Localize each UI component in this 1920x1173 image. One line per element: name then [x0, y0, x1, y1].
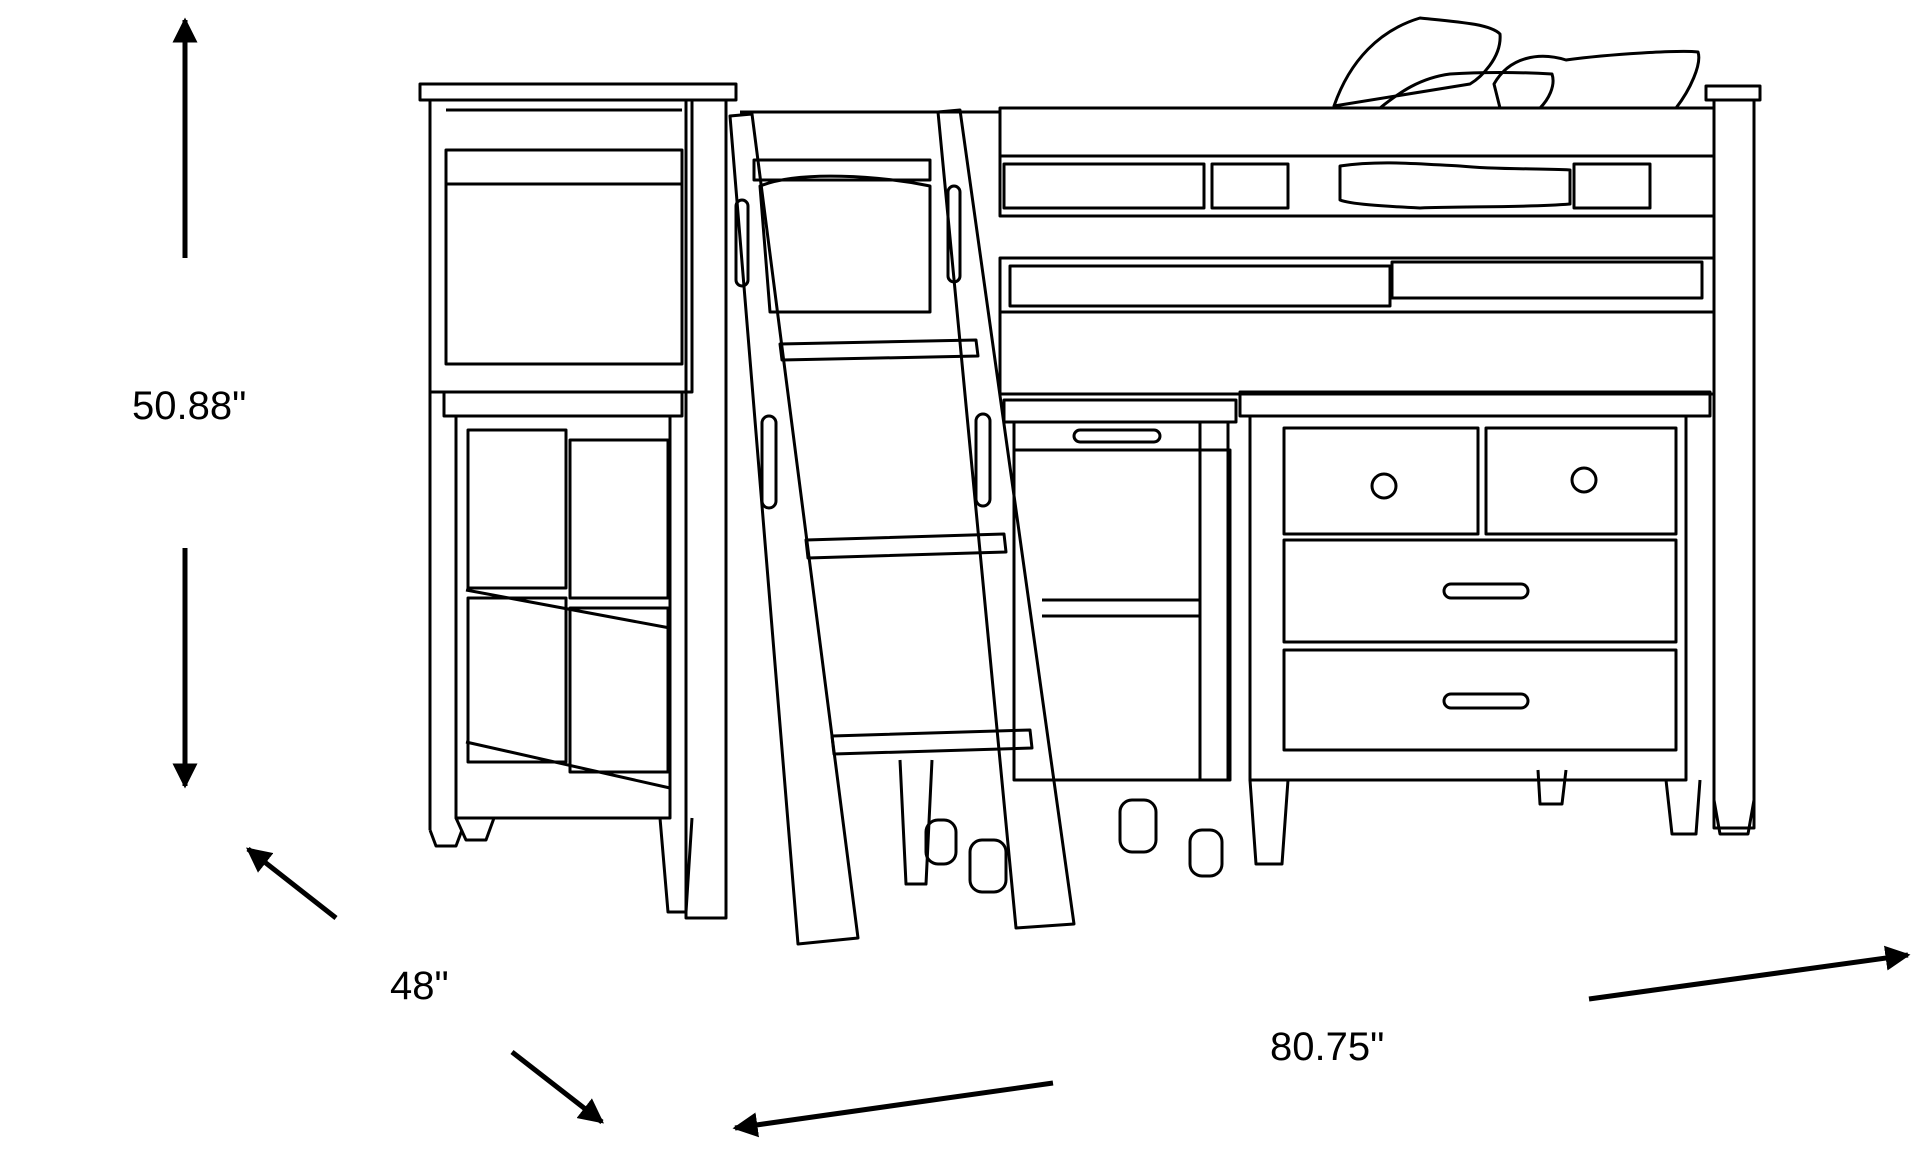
dresser-body [1248, 414, 1688, 782]
pillow-back [1332, 16, 1502, 108]
dresser-knob-right [1570, 466, 1598, 494]
bed-base-rail [998, 310, 1716, 396]
bed-frame [418, 16, 1762, 920]
ladder [728, 108, 1076, 946]
ladder-rung-1 [778, 338, 980, 362]
desk-unit [898, 398, 1238, 894]
width-arrow-left [732, 1080, 1054, 1138]
bookcase-top [442, 390, 684, 418]
dresser-drawer-top-right [1484, 426, 1678, 536]
dresser [1238, 390, 1712, 866]
dresser-drawer-bottom-handle [1442, 692, 1530, 710]
width-arrow-right [1588, 945, 1911, 1002]
left-front-post [684, 98, 728, 920]
bed-guard-rail [998, 154, 1716, 218]
ladder-rung-2 [804, 532, 1008, 560]
bookcase-body [454, 414, 672, 820]
dresser-knob-left [1370, 472, 1398, 500]
dresser-drawer-middle [1282, 538, 1678, 644]
left-headboard-cap [418, 82, 738, 102]
desk-caster-1 [1118, 798, 1158, 854]
height-dimension-label: 50.88" [132, 384, 247, 428]
desk-top [1002, 398, 1238, 424]
dresser-top [1238, 390, 1712, 418]
ladder-right-rail [936, 108, 1076, 930]
right-post [1712, 98, 1756, 830]
right-headboard-cap [1704, 84, 1762, 102]
width-dimension-arrows [732, 945, 1911, 1138]
dresser-drawer-top-left [1282, 426, 1480, 536]
dresser-drawer-bottom [1282, 648, 1678, 752]
left-bookcase [442, 390, 694, 914]
duvet [1338, 161, 1572, 210]
desk-caster-2 [1188, 828, 1224, 878]
left-headboard-panel [428, 98, 694, 394]
ladder-rung-3 [830, 728, 1034, 756]
desk-body [1012, 448, 1232, 782]
bed-top-rail [998, 106, 1716, 158]
depth-arrow-front [510, 1050, 604, 1124]
dresser-drawer-middle-handle [1442, 582, 1530, 600]
ladder-left-rail [728, 112, 860, 946]
pillow-middle [1378, 71, 1555, 110]
pillow-right [1492, 49, 1701, 110]
desk-drawer-handle [1072, 428, 1162, 444]
depth-dimension-arrows [246, 847, 604, 1124]
desk-caster-3 [968, 838, 1008, 894]
desk-caster-4 [924, 818, 958, 866]
depth-dimension-label: 48" [390, 964, 449, 1008]
depth-arrow-back [246, 847, 338, 920]
width-dimension-label: 80.75" [1270, 1025, 1385, 1069]
desk-drawer [1012, 420, 1202, 452]
